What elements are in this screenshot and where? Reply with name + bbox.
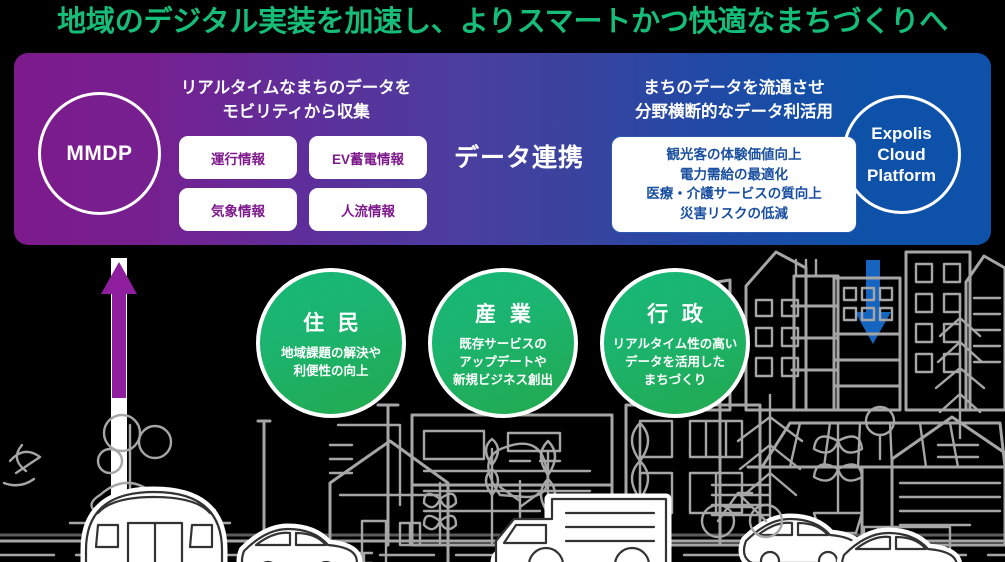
outcome-body: 地域課題の解決や 利便性の向上 — [280, 345, 381, 378]
data-source-pill-group: 運行情報 EV蓄電情報 気象情報 人流情報 — [179, 136, 427, 231]
expolis-label: Expolis Cloud Platform — [867, 124, 936, 185]
data-source-pill[interactable]: 人流情報 — [309, 188, 427, 231]
conifer-trees-right — [934, 294, 986, 440]
data-linkage-label: データ連携 — [453, 144, 584, 172]
sedan-car-right-b-icon — [836, 527, 962, 562]
value-item: 電力需給の最適化 — [680, 166, 788, 182]
expolis-cloud-platform-node: Expolis Cloud Platform — [842, 95, 961, 214]
page-title: 地域のデジタル実装を加速し、よりスマートかつ快適なまちづくりへ — [57, 6, 948, 38]
data-platform-banner: MMDP リアルタイムなまちのデータを モビリティから収集 運行情報 EV蓄電情… — [14, 53, 991, 245]
bicycle-icon — [700, 491, 784, 539]
mmdp-node: MMDP — [38, 92, 161, 215]
outcome-title: 行 政 — [647, 302, 707, 326]
left-caption: リアルタイムなまちのデータを モビリティから収集 — [180, 79, 412, 121]
value-item: 医療・介護サービスの質向上 — [646, 186, 822, 201]
delivery-truck-icon — [490, 493, 672, 562]
skyline-right — [664, 250, 1005, 412]
value-outcome-box: 観光客の体験価値向上 電力需給の最適化 医療・介護サービスの質向上 災害リスクの… — [611, 136, 857, 233]
data-source-pill[interactable]: EV蓄電情報 — [309, 136, 427, 179]
download-arrow-icon — [855, 260, 891, 344]
data-source-pill[interactable]: 運行情報 — [179, 136, 297, 179]
outcome-circle-industry: 産 業 既存サービスの アップデートや 新規ビジネス創出 — [428, 268, 578, 418]
data-source-pill[interactable]: 気象情報 — [179, 188, 297, 231]
cityscape-illustration — [0, 385, 1005, 562]
outcome-body: 既存サービスの アップデートや 新規ビジネス創出 — [452, 336, 553, 387]
outcome-body: リアルタイム性の高い データを活用した まちづくり — [612, 336, 738, 387]
outcome-circle-government: 行 政 リアルタイム性の高い データを活用した まちづくり — [600, 268, 750, 418]
mmdp-label: MMDP — [66, 141, 133, 165]
autonomous-shuttle-bus-icon — [80, 486, 228, 562]
value-item: 災害リスクの低減 — [680, 205, 788, 221]
outcome-title: 産 業 — [475, 302, 535, 326]
sedan-car-left-icon — [236, 523, 363, 562]
sedan-car-right-a-icon — [738, 513, 865, 562]
outcome-circle-residents: 住 民 地域課題の解決や 利便性の向上 — [256, 268, 406, 418]
street-pole-left — [256, 419, 272, 535]
outcome-title: 住 民 — [303, 311, 363, 335]
right-caption: まちのデータを流通させ 分野横断的なデータ利活用 — [635, 79, 833, 121]
upload-arrow-icon — [101, 258, 137, 508]
value-item: 観光客の体験価値向上 — [666, 147, 802, 162]
